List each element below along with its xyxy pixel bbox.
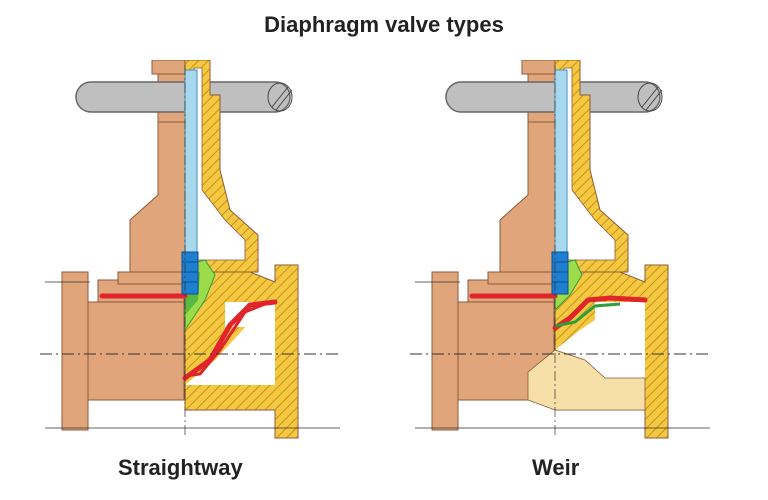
valve-stem xyxy=(551,69,569,295)
handwheel xyxy=(445,81,663,113)
straightway-valve-illustration xyxy=(40,60,340,439)
weir-caption: Weir xyxy=(532,455,580,480)
diaphragm-lower xyxy=(184,302,266,378)
straightway-caption: Straightway xyxy=(118,455,243,480)
valve-body-section xyxy=(184,60,299,439)
diaphragm xyxy=(99,293,278,381)
valve-body-exterior xyxy=(431,60,556,431)
weir-valve-illustration xyxy=(410,60,710,439)
valve-body-exterior xyxy=(61,60,186,431)
weir xyxy=(527,349,646,411)
diaphragm xyxy=(469,293,648,331)
diaphragm-lower xyxy=(554,302,621,328)
diagram-title: Diaphragm valve types xyxy=(264,12,504,37)
valve-stem xyxy=(181,69,199,295)
handwheel xyxy=(75,81,293,113)
